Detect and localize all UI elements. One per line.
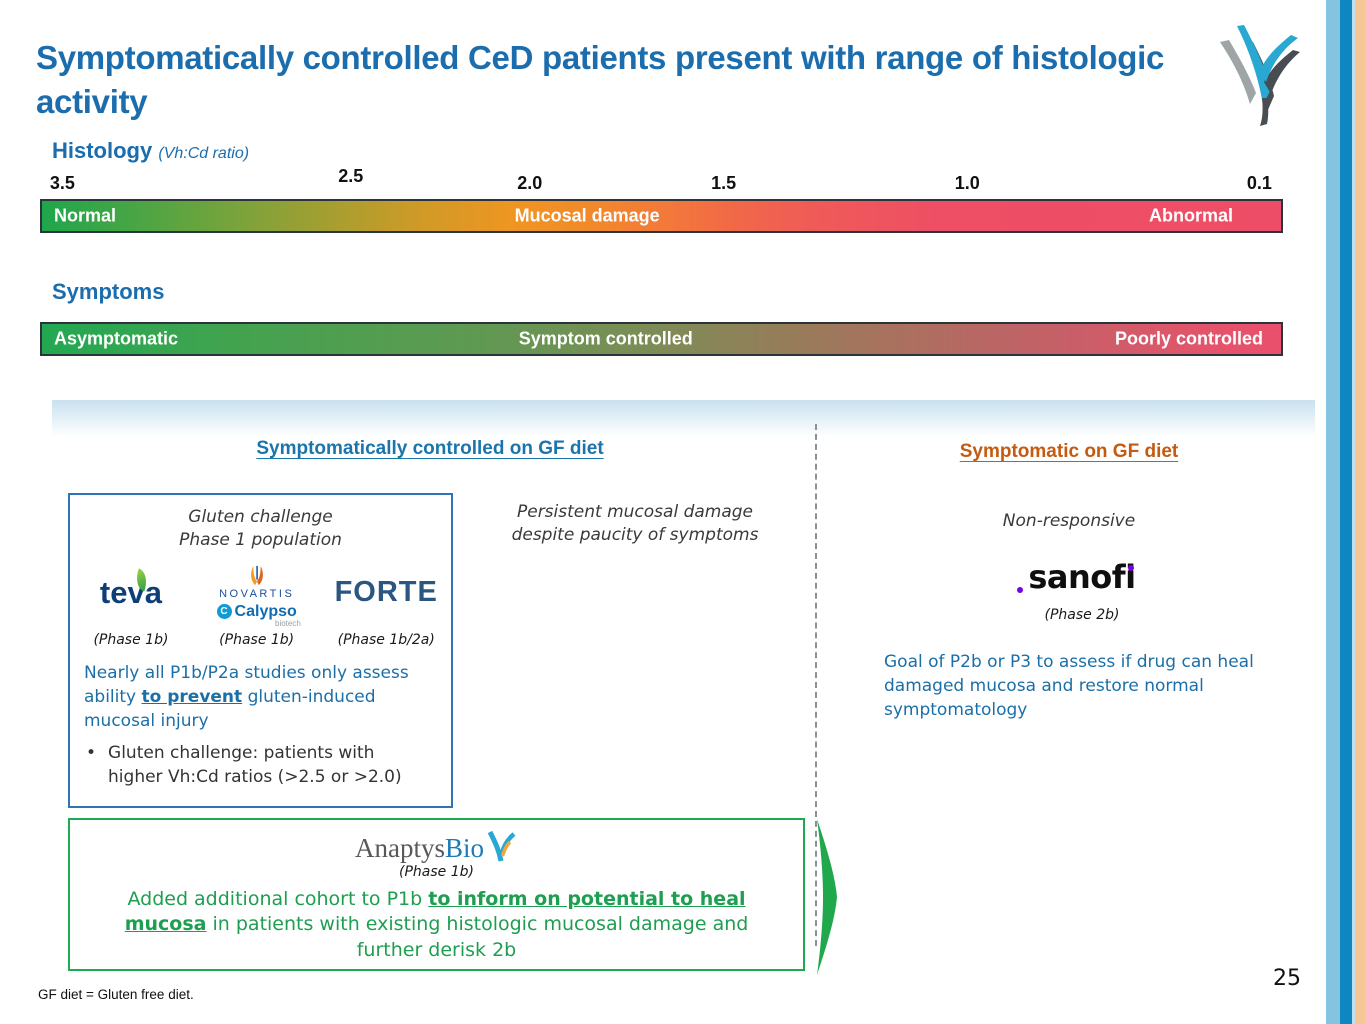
anaptysbio-phase: (Phase 1b)	[399, 864, 474, 880]
persistent-damage-note: Persistent mucosal damage despite paucit…	[465, 501, 805, 547]
panel-fade-band	[52, 400, 1315, 437]
histology-bar-label-abnormal: Abnormal	[1148, 205, 1233, 226]
histology-scale-ruler: 3.5 2.5 2.0 1.5 1.0 0.1	[40, 166, 1283, 196]
sanofi-logo: sanofi	[880, 558, 1284, 596]
sanofi-wordmark: sanofi	[1017, 558, 1136, 596]
tick-0-1: 0.1	[1246, 173, 1272, 193]
edge-stripe-orange	[1355, 0, 1365, 1024]
tick-1-5: 1.5	[711, 173, 737, 193]
histology-sublabel: (Vh:Cd ratio)	[158, 145, 250, 162]
novartis-flame-icon	[250, 565, 263, 586]
symptoms-gradient-bar: Asymptomatic Symptom controlled Poorly c…	[40, 322, 1283, 356]
calypso-logo: C Calypso biotech	[216, 602, 301, 628]
anaptysbio-logo-icon	[1210, 20, 1302, 131]
calypso-biotech-text: biotech	[275, 618, 301, 628]
sanofi-text: sanofi	[1028, 558, 1136, 596]
anaptysbio-chevron-icon	[487, 830, 516, 862]
column-divider-dashed-line	[815, 424, 817, 946]
sponsor-logo-row: teva NOVARTIS C Calypso biotech	[70, 562, 451, 628]
bullet-text: Gluten challenge: patients with higher V…	[108, 743, 402, 787]
statement-pre: Nearly all P1b/P2a studies only assess a…	[84, 662, 409, 707]
forte-logo: FORTE	[321, 576, 451, 609]
anaptys-text: Anaptys	[354, 833, 445, 863]
sanofi-purple-dot-icon	[1017, 587, 1024, 593]
histology-bar-label-mucosal-damage: Mucosal damage	[514, 205, 660, 226]
calypso-wordmark: Calypso	[234, 602, 297, 620]
symptoms-bar-label-poorly-controlled: Poorly controlled	[1114, 328, 1263, 349]
histology-gradient-bar: Normal Mucosal damage Abnormal	[40, 199, 1283, 233]
histology-bar-label-normal: Normal	[54, 205, 117, 226]
gluten-challenge-bullet: • Gluten challenge: patients with higher…	[86, 742, 431, 789]
bullet-icon: •	[86, 743, 97, 764]
left-column-header: Symptomatically controlled on GF diet	[256, 438, 604, 459]
histology-label-text: Histology	[52, 138, 153, 163]
right-column-header: Symptomatic on GF diet	[959, 441, 1179, 462]
box-heading-line-1: Gluten challenge	[188, 507, 333, 527]
footnote: GF diet = Gluten free diet.	[38, 987, 194, 1002]
gluten-challenge-box: Gluten challenge Phase 1 population teva…	[68, 493, 453, 808]
green-arrow-icon	[816, 819, 840, 980]
box-heading: Gluten challenge Phase 1 population	[70, 506, 451, 552]
teva-logo: teva	[70, 568, 192, 611]
bio-text: Bio	[444, 833, 484, 863]
sanofi-phase: (Phase 2b)	[1044, 607, 1120, 623]
histology-label: Histology (Vh:Cd ratio)	[52, 138, 249, 164]
non-responsive-note: Non-responsive	[1002, 511, 1136, 531]
symptoms-bar-label-asymptomatic: Asymptomatic	[54, 328, 179, 349]
forte-phase: (Phase 1b/2a)	[337, 631, 435, 648]
p2b-goal-statement: Goal of P2b or P3 to assess if drug can …	[884, 652, 1254, 721]
symptoms-label: Symptoms	[52, 279, 165, 304]
novartis-logo: NOVARTIS	[219, 565, 294, 600]
teva-text: teva	[99, 574, 162, 610]
tick-2-5: 2.5	[338, 166, 364, 186]
novartis-wordmark: NOVARTIS	[219, 587, 295, 600]
tick-3-5: 3.5	[49, 173, 75, 193]
teva-wordmark: teva	[99, 568, 162, 611]
page-title: Symptomatically controlled CeD patients …	[36, 39, 1165, 120]
page-number: 25	[1273, 966, 1301, 991]
anaptysbio-statement: Added additional cohort to P1b to inform…	[96, 887, 777, 963]
teva-phase: (Phase 1b)	[93, 631, 169, 648]
calypso-circle-icon: C	[216, 604, 232, 620]
novartis-calypso-logo: NOVARTIS C Calypso biotech	[192, 565, 322, 628]
symptoms-bar-label-symptom-controlled: Symptom controlled	[518, 328, 693, 349]
note-line-1: Persistent mucosal damage	[516, 502, 754, 522]
green-statement-post: in patients with existing histologic muc…	[206, 913, 749, 961]
novartis-phase: (Phase 1b)	[219, 631, 295, 648]
tick-2-0: 2.0	[517, 173, 543, 193]
phase-caption-row: (Phase 1b) (Phase 1b) (Phase 1b/2a)	[70, 632, 451, 648]
tick-1-0: 1.0	[954, 173, 980, 193]
edge-stripe-light-blue	[1326, 0, 1340, 1024]
p1b-statement: Nearly all P1b/P2a studies only assess a…	[84, 661, 437, 733]
statement-emphasis: to prevent	[141, 687, 243, 707]
box-heading-line-2: Phase 1 population	[179, 529, 342, 550]
edge-stripe-thin-blue	[1352, 0, 1355, 1024]
edge-stripe-dark-blue	[1340, 0, 1352, 1024]
green-statement-emphasis: to inform on potential to heal mucosa	[124, 888, 746, 936]
green-statement-pre: Added additional cohort to P1b	[127, 888, 429, 910]
note-line-2: despite paucity of symptoms	[511, 524, 759, 545]
sanofi-i-dot-icon	[1127, 565, 1134, 571]
forte-wordmark: FORTE	[334, 576, 438, 609]
statement-post: gluten-induced mucosal injury	[84, 687, 376, 732]
